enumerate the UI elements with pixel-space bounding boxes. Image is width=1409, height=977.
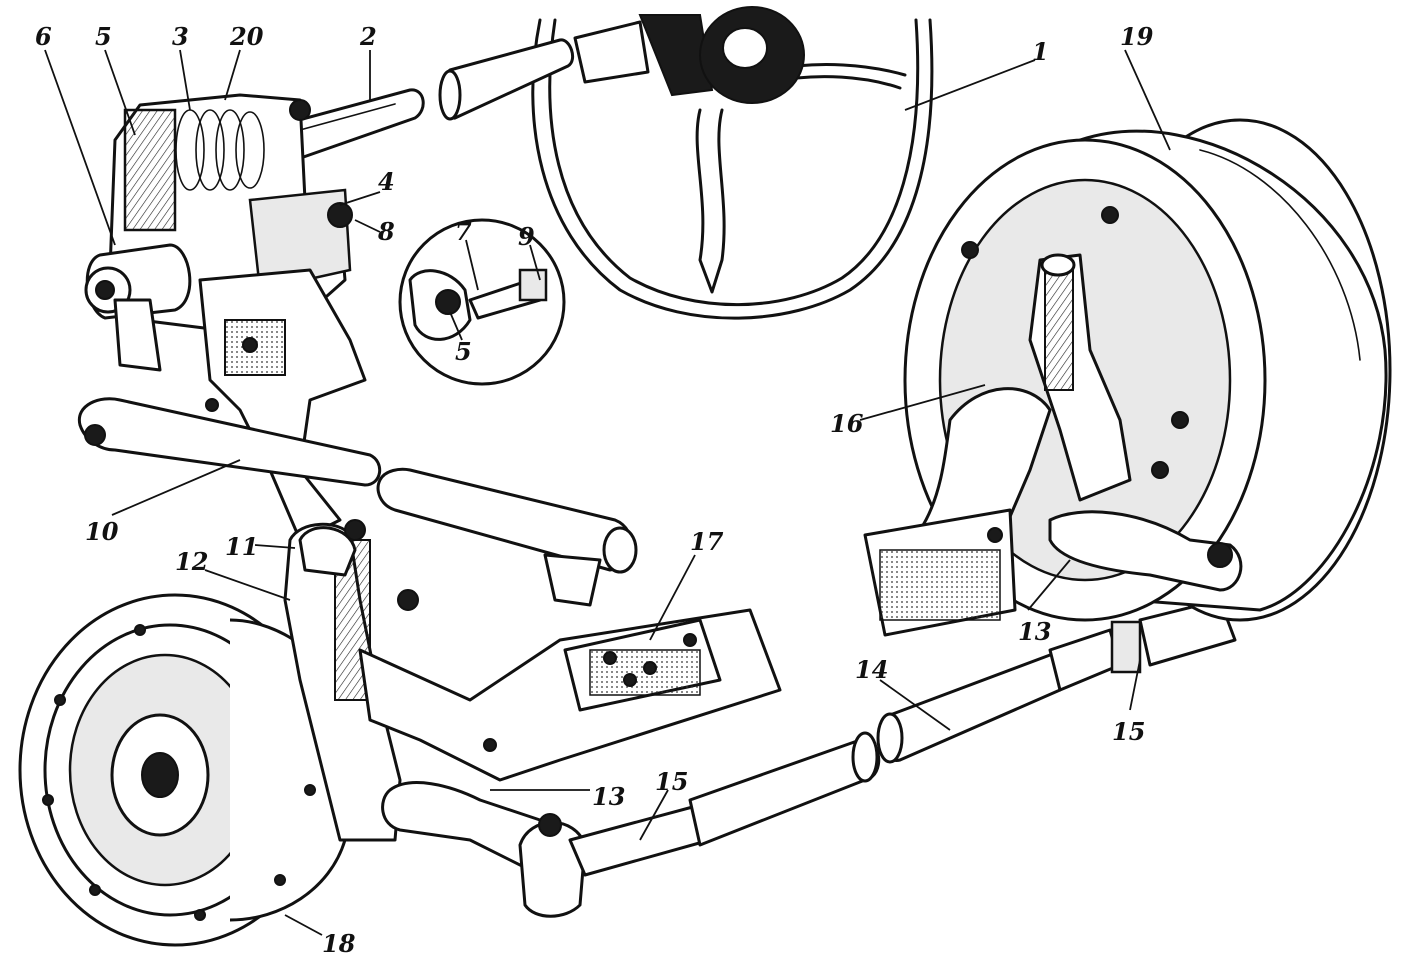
part-labels: 1 2 3 4 5 5 6 7 8 9 10 11 12 13 13 14 15… xyxy=(35,22,1154,958)
tie-rod xyxy=(568,598,1237,877)
steering-wheel xyxy=(531,6,934,320)
leader-lines xyxy=(44,49,1171,936)
label-11: 11 xyxy=(225,532,258,561)
label-13-right: 13 xyxy=(1018,617,1051,646)
label-9: 9 xyxy=(518,222,535,251)
right-knuckle xyxy=(863,253,1243,637)
label-15-left: 15 xyxy=(655,767,688,796)
detail-inset xyxy=(398,218,566,386)
label-12: 12 xyxy=(175,547,208,576)
label-19: 19 xyxy=(1120,22,1154,51)
worm-thread xyxy=(175,109,265,191)
label-5: 5 xyxy=(95,22,112,51)
label-14: 14 xyxy=(855,655,888,684)
left-steering-arm xyxy=(381,781,587,918)
label-1: 1 xyxy=(1032,37,1049,66)
label-20: 20 xyxy=(229,22,264,51)
label-15-right: 15 xyxy=(1112,717,1145,746)
steering-column-shaft xyxy=(254,20,650,172)
label-7: 7 xyxy=(455,217,472,246)
label-18: 18 xyxy=(322,929,356,958)
label-3: 3 xyxy=(172,22,189,51)
label-13-left: 13 xyxy=(592,782,625,811)
label-10: 10 xyxy=(85,517,119,546)
label-16: 16 xyxy=(830,409,864,438)
lug-holes xyxy=(42,624,316,921)
label-8: 8 xyxy=(377,217,395,246)
label-4: 4 xyxy=(378,167,395,196)
drag-link xyxy=(77,397,638,607)
front-axle-beam xyxy=(358,608,782,782)
label-17: 17 xyxy=(690,527,724,556)
label-5-detail: 5 xyxy=(455,337,472,366)
label-2: 2 xyxy=(359,22,377,51)
steering-gearbox xyxy=(84,93,367,542)
label-6: 6 xyxy=(35,22,52,51)
